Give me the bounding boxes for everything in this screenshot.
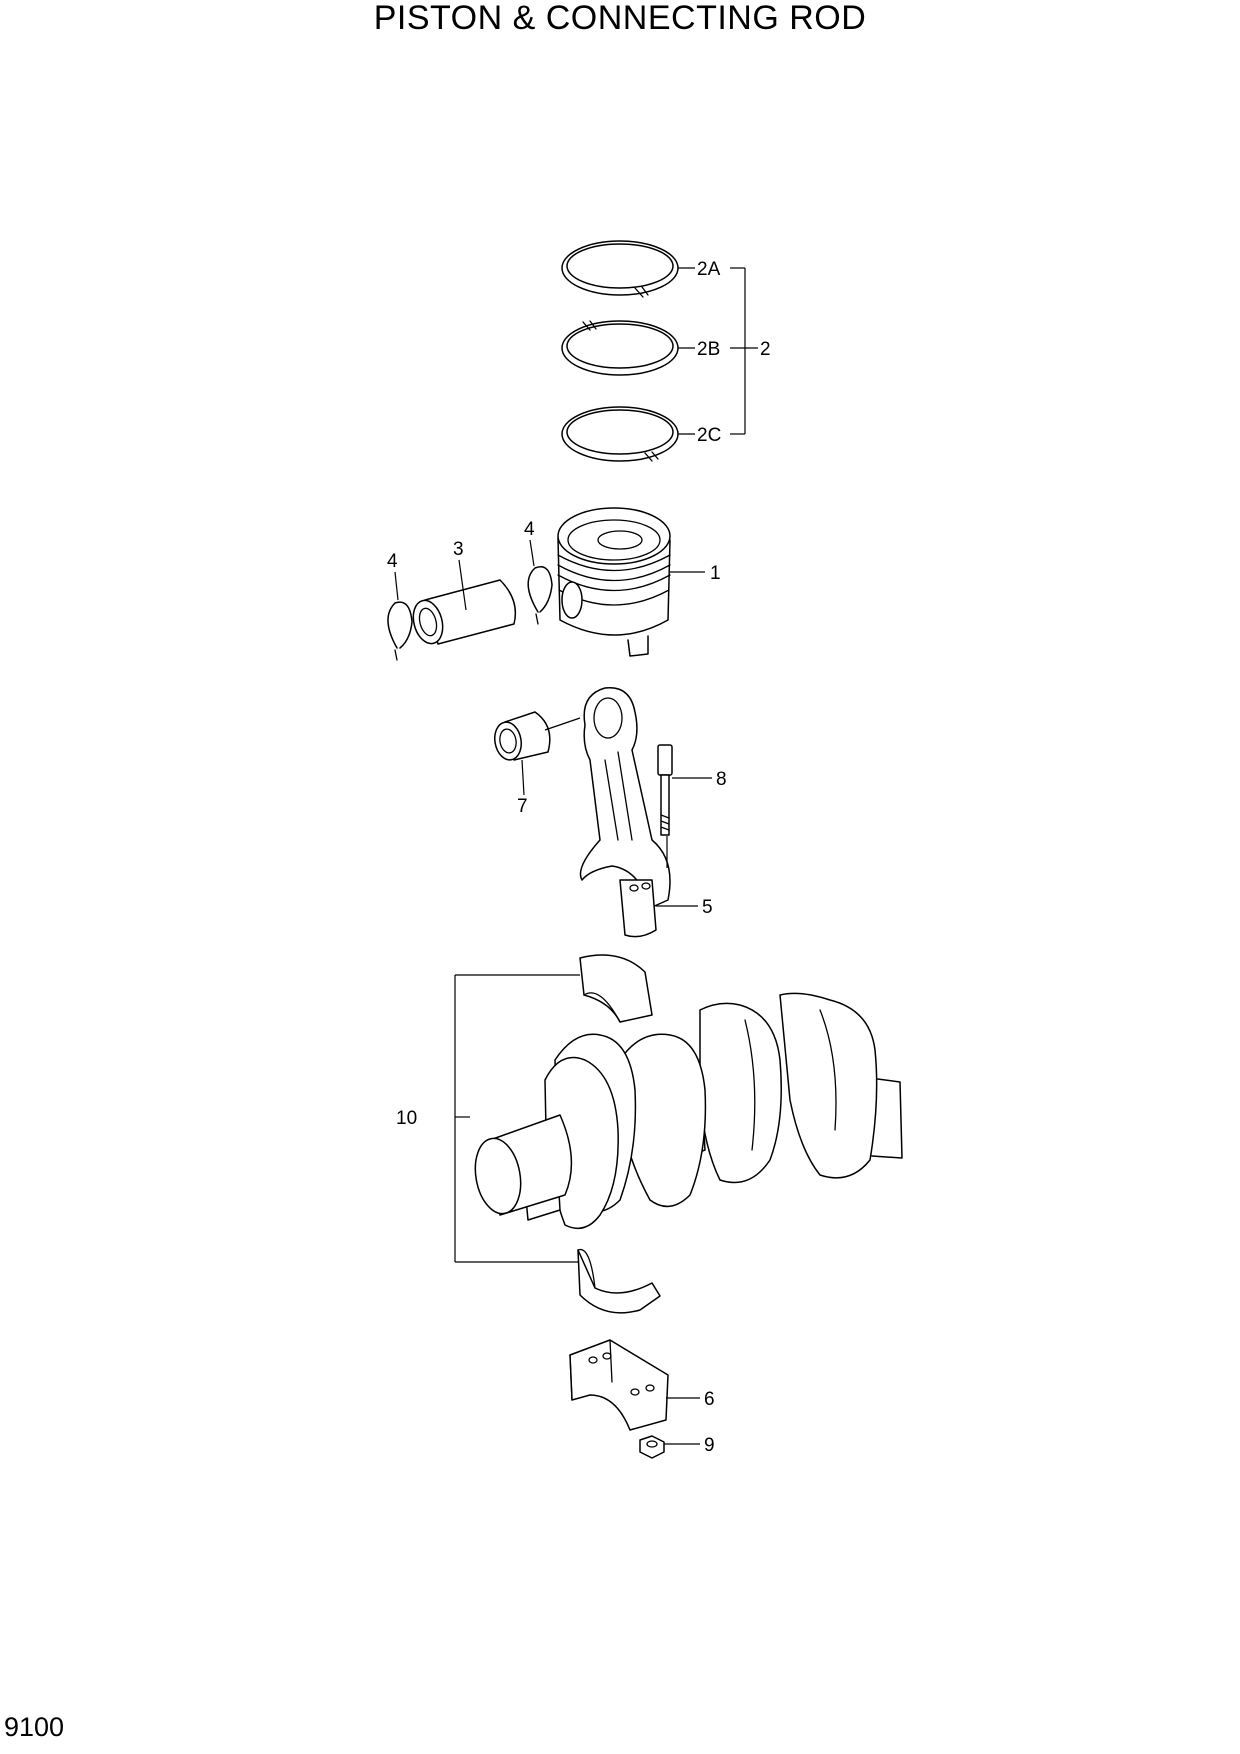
rod-cap[interactable] [569,1339,669,1431]
callout-7: 7 [517,796,528,817]
callout-2a: 2A [697,259,721,280]
callout-4-left: 4 [387,551,398,572]
callout-5: 5 [702,897,713,918]
callout-2b: 2B [697,339,720,360]
leader-lines [394,267,758,1445]
piston-ring-second[interactable] [561,320,679,376]
snap-ring-left[interactable] [387,601,413,661]
small-end-bushing[interactable] [492,711,551,762]
connecting-rod[interactable] [579,686,671,938]
piston-ring-oil[interactable] [561,406,679,462]
page-title: PISTON & CONNECTING ROD [373,0,867,37]
rod-bolt[interactable] [657,744,673,836]
callout-10: 10 [396,1108,417,1129]
bearing-shell-upper[interactable] [579,954,653,1023]
callout-2c: 2C [697,425,721,446]
page-number: 9100 [4,1712,65,1742]
callout-8: 8 [716,769,727,790]
piston-pin[interactable] [409,579,517,647]
rod-nut[interactable] [639,1435,665,1459]
bearing-shell-lower[interactable] [577,1248,661,1314]
piston-ring-top[interactable] [561,240,679,298]
crankshaft[interactable] [470,992,903,1230]
callout-3: 3 [453,539,464,560]
snap-ring-right[interactable] [527,566,553,625]
callout-2: 2 [760,339,771,360]
callout-9: 9 [704,1435,715,1456]
callout-4-right: 4 [524,519,535,540]
piston[interactable] [557,507,671,657]
callout-6: 6 [704,1389,715,1410]
callout-1: 1 [710,563,721,584]
